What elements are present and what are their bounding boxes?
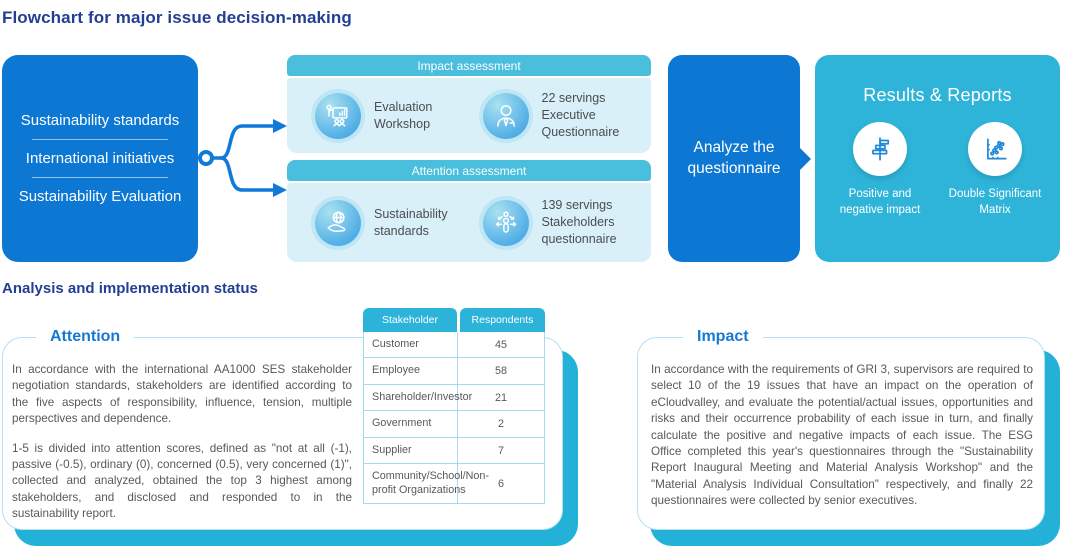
table-header-row: Stakeholder Respondents	[363, 308, 545, 332]
results-items: Positive and negative impact	[815, 122, 1060, 218]
impact-card	[637, 337, 1045, 530]
column-header: Respondents	[460, 308, 545, 332]
impact-assessment-panel: Impact assessment Evaluation Worksho	[287, 55, 651, 153]
list-item: Sustainability standards	[315, 199, 483, 246]
branch-arrow-connector	[198, 119, 287, 197]
globe-hand-icon	[315, 199, 361, 246]
attention-assessment-body: Sustainability standards 139 servings St…	[287, 183, 651, 262]
divider	[32, 138, 168, 140]
list-item: Positive and negative impact	[830, 122, 930, 218]
paragraph: In accordance with the requirements of G…	[651, 363, 1033, 507]
item-label: Evaluation Workshop	[374, 99, 433, 131]
stakeholder-cell: Community/School/Non-profit Organization…	[364, 464, 489, 504]
stakeholder-table: Stakeholder Respondents Customer 45 Empl…	[363, 308, 545, 505]
attention-card-title: Attention	[36, 327, 135, 347]
item-label: 139 servings Stakeholders questionnaire	[541, 198, 617, 246]
stakeholder-cell: Shareholder/Investor	[364, 384, 472, 411]
item-label: Sustainability standards	[374, 206, 448, 238]
results-title: Results & Reports	[863, 85, 1012, 105]
table-row: Government 2	[364, 411, 544, 438]
stakeholder-cell: Government	[364, 411, 458, 437]
paragraph: In accordance with the international AA1…	[12, 363, 352, 426]
impact-assessment-header: Impact assessment	[287, 55, 651, 76]
analyze-questionnaire-box: Analyze the questionnaire	[668, 55, 800, 262]
result-label: Double Significant Matrix	[948, 188, 1042, 216]
result-label: Positive and negative impact	[839, 188, 921, 216]
scatter-matrix-icon	[968, 122, 1022, 176]
attention-assessment-header: Attention assessment	[287, 160, 651, 181]
respondents-cell: 2	[497, 418, 504, 431]
respondents-cell: 45	[494, 338, 507, 351]
column-header: Stakeholder	[363, 308, 457, 332]
respondents-cell: 21	[494, 391, 507, 404]
stakeholder-cell: Supplier	[364, 437, 458, 464]
stakeholder-cell: Customer	[364, 332, 458, 358]
source-item: Sustainability standards	[20, 111, 180, 129]
list-item: Double Significant Matrix	[945, 122, 1045, 218]
impact-assessment-body: Evaluation Workshop 22 servings Executiv…	[287, 78, 651, 153]
table-row: Community/School/Non-profit Organization…	[364, 464, 544, 504]
impact-card-title: Impact	[683, 327, 763, 347]
tornado-chart-icon	[853, 122, 907, 176]
respondents-cell: 58	[494, 365, 507, 378]
stakeholder-cell: Employee	[364, 358, 458, 384]
list-item: 22 servings Executive Questionnaire	[482, 90, 652, 141]
source-standards-box: Sustainability standards International i…	[2, 55, 198, 262]
attention-assessment-panel: Attention assessment Sustainability stan…	[287, 160, 651, 262]
analyze-label: Analyze the questionnaire	[687, 138, 781, 177]
table-row: Customer 45	[364, 332, 544, 359]
workshop-icon	[315, 92, 361, 139]
executive-icon	[482, 92, 529, 139]
divider	[32, 177, 168, 179]
table-row: Shareholder/Investor 21	[364, 384, 544, 412]
page-title: Flowchart for major issue decision-makin…	[2, 8, 352, 27]
respondents-cell: 6	[497, 477, 504, 490]
list-item: 139 servings Stakeholders questionnaire	[482, 197, 652, 248]
source-item: International initiatives	[25, 149, 175, 167]
respondents-cell: 7	[497, 444, 504, 457]
list-item: Evaluation Workshop	[315, 92, 483, 139]
results-reports-box: Results & Reports Positive and negative …	[815, 55, 1060, 262]
paragraph: 1-5 is divided into attention scores, de…	[12, 441, 352, 521]
table-row: Employee 58	[364, 358, 544, 385]
stakeholders-icon	[482, 199, 529, 246]
impact-card-text: In accordance with the requirements of G…	[651, 362, 1033, 509]
section-title: Analysis and implementation status	[2, 280, 258, 297]
item-label: 22 servings Executive Questionnaire	[541, 91, 620, 139]
source-item: Sustainability Evaluation	[18, 188, 182, 206]
attention-card-text: In accordance with the international AA1…	[12, 362, 352, 522]
table-row: Supplier 7	[364, 437, 544, 465]
table-body: Customer 45 Employee 58 Shareholder/Inve…	[363, 332, 545, 505]
